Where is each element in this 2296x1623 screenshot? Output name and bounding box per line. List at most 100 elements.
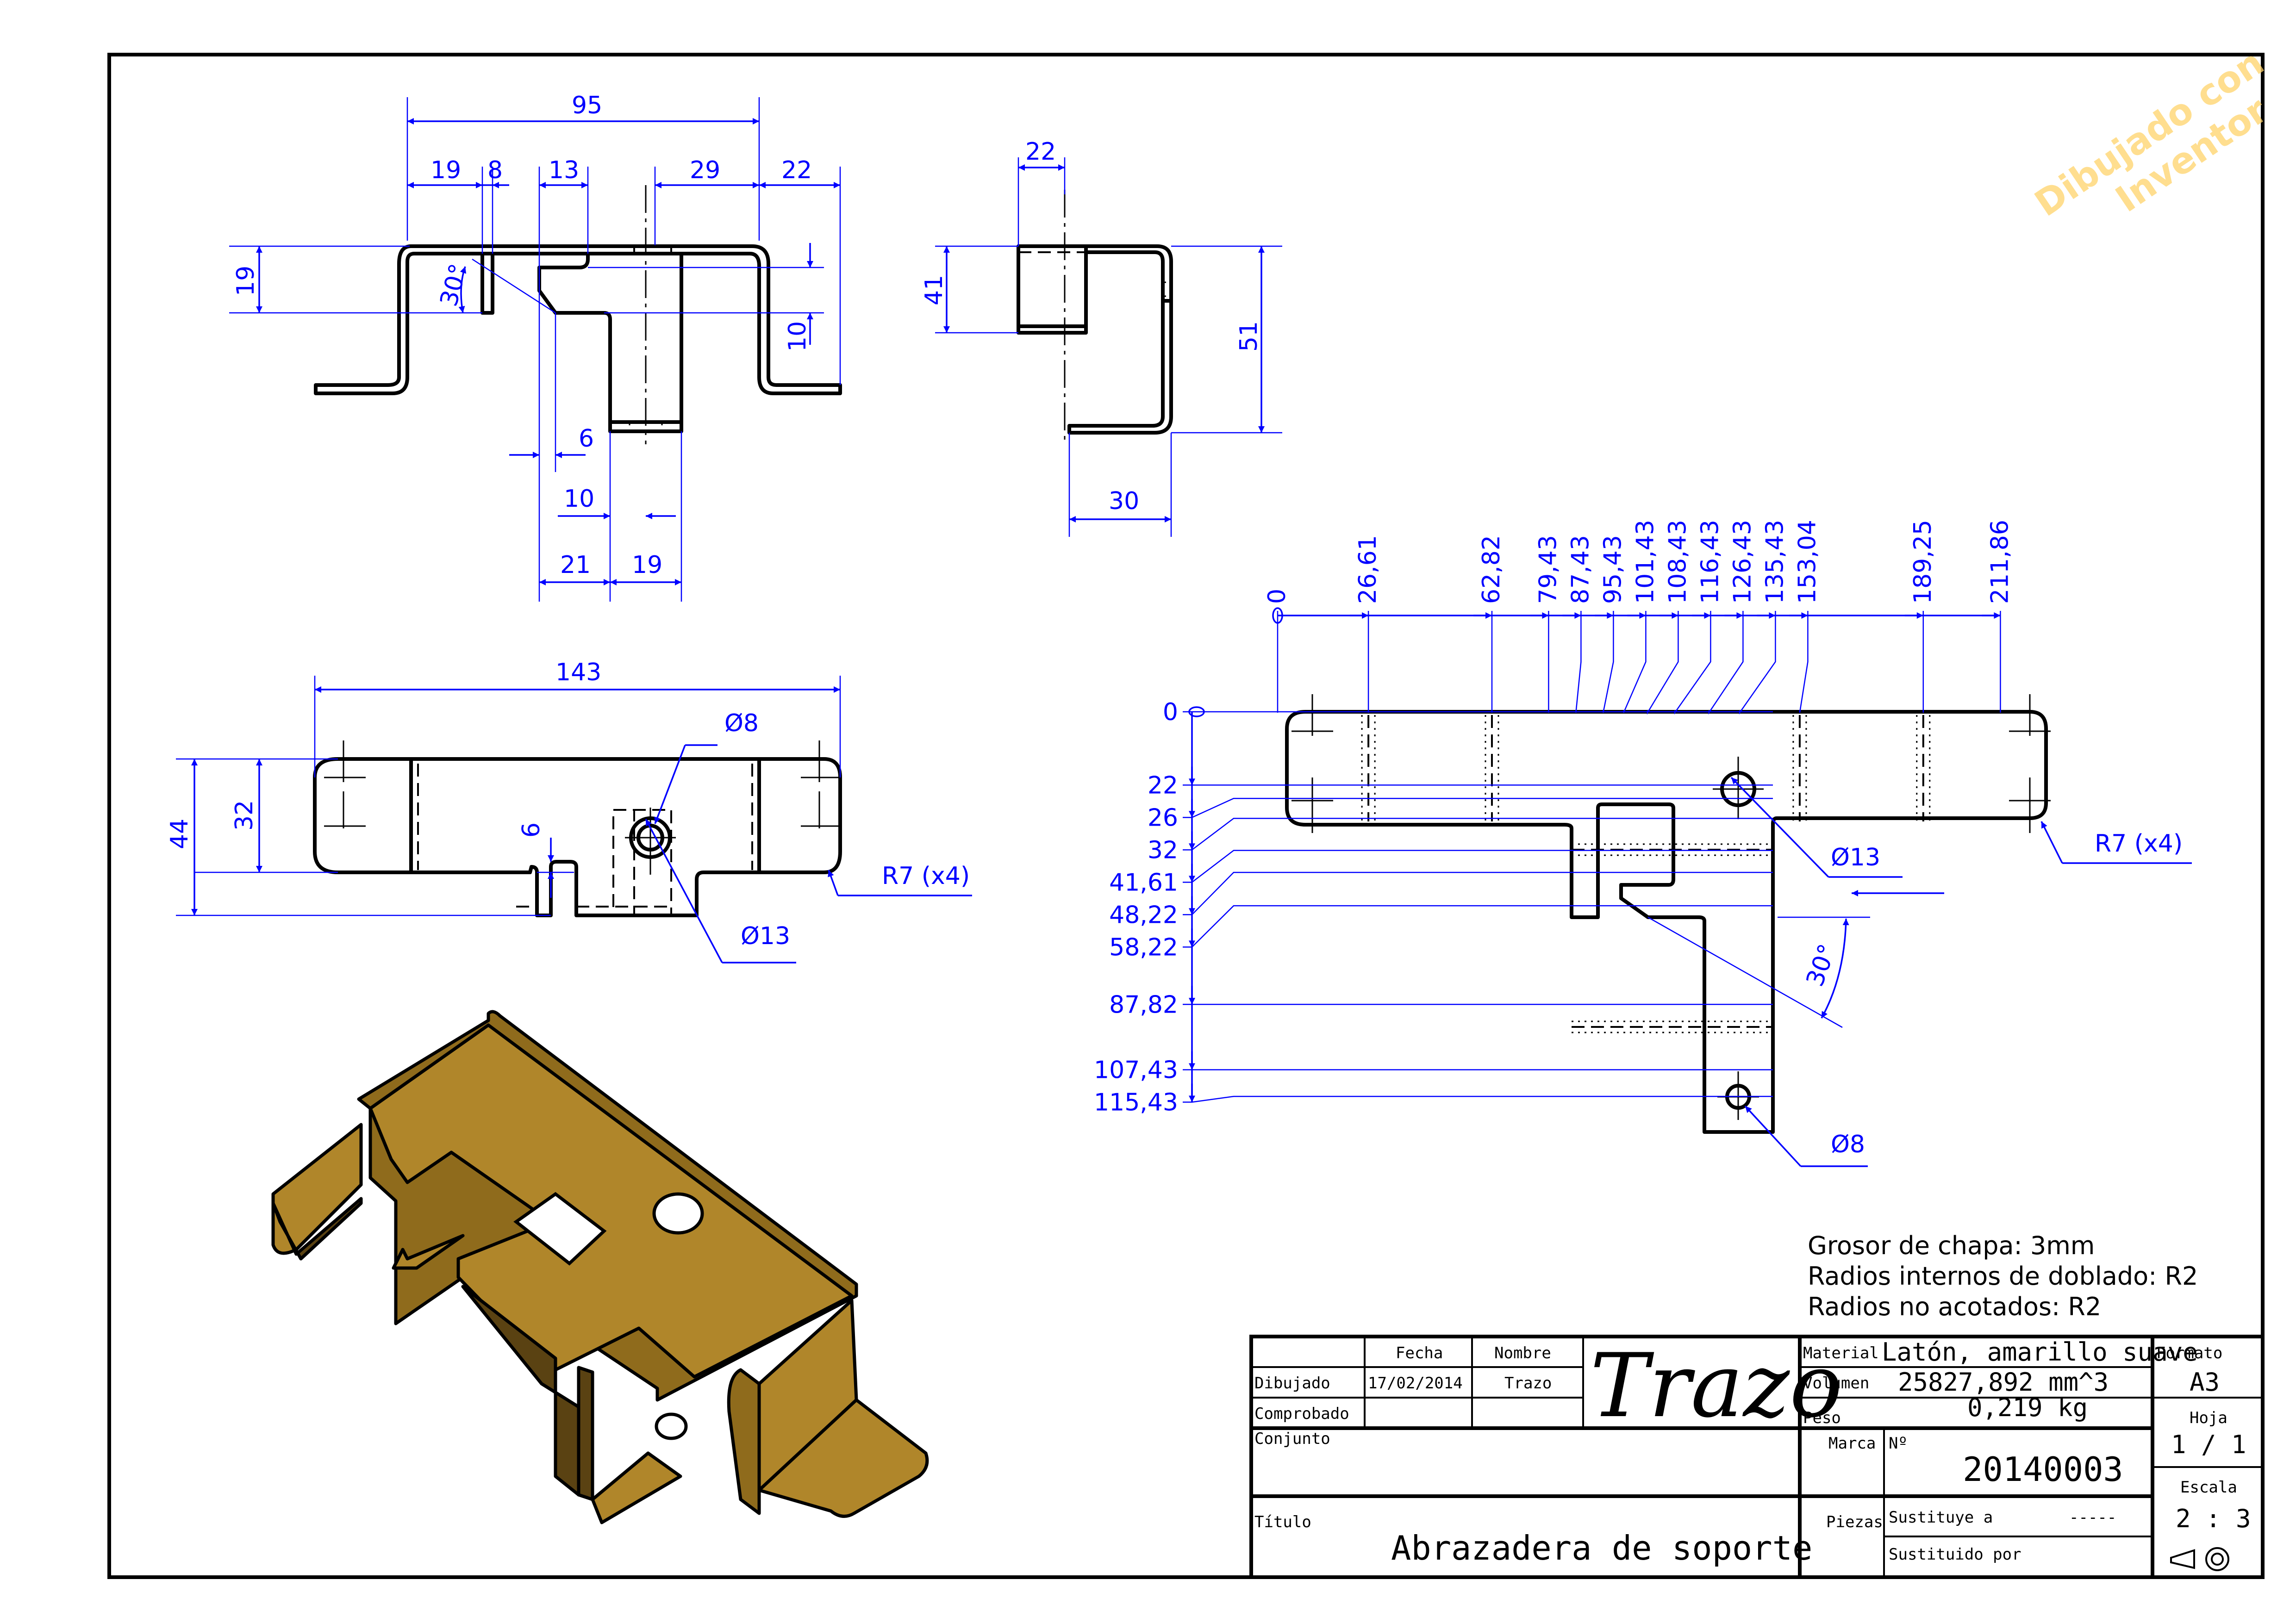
x-ordinate-label: 62,82 xyxy=(1478,535,1505,604)
tb-label-marca: Marca xyxy=(1828,1434,1876,1453)
tb-value-material: Latón, amarillo suave xyxy=(1882,1337,2198,1367)
tb-label-sustituido: Sustituido por xyxy=(1889,1545,2021,1564)
tb-label-piezas: Piezas xyxy=(1826,1513,1883,1531)
y-ordinate-line xyxy=(1183,850,1773,883)
dim-plan-44: 44 xyxy=(166,819,193,849)
tb-label-volumen: Volumen xyxy=(1803,1374,1869,1393)
x-ordinate-line xyxy=(1739,611,1776,715)
y-ordinate-line xyxy=(1183,818,1773,851)
y-ordinate-line xyxy=(1183,871,1773,915)
tb-value-hoja: 1 / 1 xyxy=(2171,1430,2246,1459)
dim-plan-143: 143 xyxy=(555,659,601,686)
y-ordinate-line xyxy=(1183,905,1773,948)
watermark: Dibujado con Inventor xyxy=(2028,42,2275,225)
dim-front-19-bottom: 19 xyxy=(632,551,662,579)
x-ordinate-label: 116,43 xyxy=(1696,520,1724,604)
title-block: Fecha Nombre Dibujado 17/02/2014 Trazo C… xyxy=(1249,1335,2265,1579)
dim-front-6: 6 xyxy=(579,425,594,453)
dim-plan-6: 6 xyxy=(518,822,545,838)
x-ordinate-line xyxy=(1603,611,1614,713)
x-ordinate-label: 0 xyxy=(1263,589,1291,604)
tb-label-titulo: Título xyxy=(1254,1513,1311,1531)
dim-front-29: 29 xyxy=(690,156,720,184)
x-ordinate-label: 79,43 xyxy=(1534,535,1562,604)
dim-front-10-vertical: 10 xyxy=(784,321,811,352)
dim-front-angle-30: 30° xyxy=(435,261,473,310)
note-bend-radius: Radios internos de doblado: R2 xyxy=(1808,1262,2198,1291)
dim-front-8: 8 xyxy=(487,156,503,184)
tb-header-fecha: Fecha xyxy=(1396,1344,1443,1362)
dim-plan-hole-13: Ø13 xyxy=(741,922,790,950)
x-ordinate-line xyxy=(1623,611,1647,713)
flat-hole-8-label: Ø8 xyxy=(1831,1131,1865,1158)
x-ordinate-line xyxy=(1575,611,1582,713)
plan-view: 143 44 32 6 Ø8 Ø13 R7 (x4) xyxy=(166,659,972,964)
front-view-tab xyxy=(480,252,494,315)
dim-side-30: 30 xyxy=(1109,487,1139,515)
y-ordinate-label: 48,22 xyxy=(1109,901,1178,929)
x-ordinate-line xyxy=(1708,611,1744,715)
side-view: 22 41 51 30 xyxy=(920,138,1282,537)
tb-label-peso: Peso xyxy=(1803,1409,1841,1427)
x-ordinate-origin xyxy=(1272,607,1283,624)
y-ordinate-line xyxy=(1183,1095,1773,1103)
x-ordinate-label: 87,43 xyxy=(1566,535,1594,604)
front-view-hanger xyxy=(537,252,683,433)
x-ordinate-label: 153,04 xyxy=(1793,520,1821,604)
notes: Grosor de chapa: 3mm Radios internos de … xyxy=(1808,1231,2198,1321)
tb-value-numero: 20140003 xyxy=(1963,1450,2123,1489)
dim-side-22: 22 xyxy=(1025,138,1056,166)
dim-front-95: 95 xyxy=(572,92,602,119)
flat-r7-label: R7 (x4) xyxy=(2095,830,2183,858)
dim-side-51: 51 xyxy=(1235,321,1263,352)
tb-label-comprobado: Comprobado xyxy=(1254,1405,1349,1423)
y-ordinate-label: 26 xyxy=(1148,804,1178,832)
y-ordinate-origin xyxy=(1188,706,1205,717)
tb-dibujado-fecha: 17/02/2014 xyxy=(1368,1374,1463,1393)
flat-hole-13-label: Ø13 xyxy=(1831,844,1880,871)
dim-plan-r7: R7 (x4) xyxy=(882,862,970,890)
dim-side-41: 41 xyxy=(920,275,948,305)
x-ordinate-label: 189,25 xyxy=(1909,520,1937,604)
x-ordinate-line xyxy=(1674,611,1711,715)
tb-value-escala: 2 : 3 xyxy=(2176,1504,2251,1533)
dim-front-19: 19 xyxy=(430,156,461,184)
y-ordinate-label: 115,43 xyxy=(1094,1088,1178,1116)
tb-value-formato: A3 xyxy=(2190,1368,2220,1397)
sheet-border xyxy=(107,53,2265,1579)
isometric-view xyxy=(271,1010,929,1524)
note-unspecified-radius: Radios no acotados: R2 xyxy=(1808,1292,2101,1321)
dim-front-10-horizontal: 10 xyxy=(564,485,594,513)
note-thickness: Grosor de chapa: 3mm xyxy=(1808,1231,2095,1260)
x-ordinate-label: 108,43 xyxy=(1664,520,1691,604)
y-ordinate-label: 41,61 xyxy=(1109,869,1178,896)
tb-label-sustituye: Sustituye a xyxy=(1889,1508,1993,1527)
x-ordinate-label: 126,43 xyxy=(1728,520,1756,604)
y-ordinate-label: 58,22 xyxy=(1109,933,1178,961)
x-ordinate-label: 95,43 xyxy=(1599,535,1627,604)
dim-plan-32: 32 xyxy=(231,800,258,831)
tb-label-formato: Formato xyxy=(2156,1344,2222,1362)
dim-front-height-19: 19 xyxy=(232,266,260,296)
tb-label-numero: Nº xyxy=(1889,1434,1908,1453)
first-angle-projection-icon xyxy=(2170,1547,2229,1571)
dim-plan-hole-8: Ø8 xyxy=(724,709,759,737)
flat-pattern-outline xyxy=(1285,710,2048,1134)
side-view-body xyxy=(1017,244,1088,335)
tb-dibujado-nombre: Trazo xyxy=(1504,1374,1552,1393)
front-view: 95 19 8 13 29 22 19 30° 10 6 xyxy=(229,92,842,602)
y-ordinate-label: 32 xyxy=(1148,836,1178,864)
dim-front-13: 13 xyxy=(549,156,579,184)
y-ordinate-label: 22 xyxy=(1148,771,1178,799)
plan-view-outline xyxy=(313,757,842,917)
x-ordinate-label: 211,86 xyxy=(1986,520,2014,604)
x-ordinate-line xyxy=(1799,611,1809,713)
x-ordinate-label: 26,61 xyxy=(1354,535,1382,604)
x-ordinate-label: 101,43 xyxy=(1631,520,1659,604)
tb-value-volumen: 25827,892 mm^3 xyxy=(1898,1368,2109,1397)
tb-label-material: Material xyxy=(1803,1344,1879,1362)
tb-label-dibujado: Dibujado xyxy=(1254,1374,1330,1393)
y-ordinate-label: 107,43 xyxy=(1094,1056,1178,1084)
